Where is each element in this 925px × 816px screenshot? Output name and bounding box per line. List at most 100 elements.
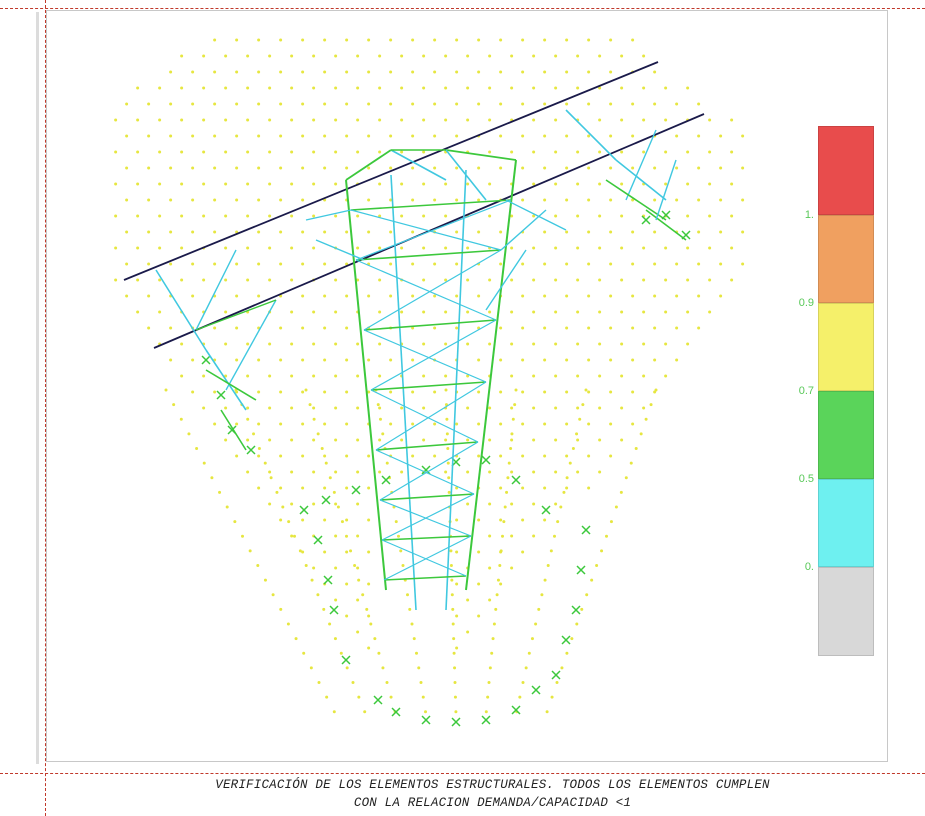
load-point xyxy=(484,710,488,714)
diagonal-bracing xyxy=(375,381,487,451)
load-point xyxy=(587,70,591,74)
load-point xyxy=(576,214,580,218)
load-point xyxy=(301,358,305,362)
load-point xyxy=(537,607,541,611)
load-point xyxy=(620,118,624,122)
load-point xyxy=(125,134,129,138)
load-point xyxy=(235,198,239,202)
load-point xyxy=(147,294,151,298)
load-point xyxy=(271,593,275,597)
load-point xyxy=(730,182,734,186)
load-point xyxy=(345,534,348,538)
load-point xyxy=(477,294,481,298)
load-point xyxy=(169,262,173,266)
load-point xyxy=(449,564,453,567)
load-point xyxy=(697,198,701,202)
load-point xyxy=(246,118,250,122)
model-viewport xyxy=(46,10,888,762)
load-point xyxy=(565,102,569,106)
load-point xyxy=(445,417,449,421)
load-point xyxy=(598,406,602,410)
load-point xyxy=(290,470,294,474)
load-point xyxy=(334,54,338,58)
load-point xyxy=(488,534,492,538)
load-point xyxy=(373,637,377,641)
load-point xyxy=(510,278,514,282)
load-point xyxy=(675,102,679,106)
load-point xyxy=(235,262,239,266)
load-point xyxy=(499,422,503,426)
load-point xyxy=(587,390,591,394)
load-point xyxy=(446,461,450,465)
load-point xyxy=(218,490,222,494)
load-point xyxy=(653,70,657,74)
load-point xyxy=(180,278,184,282)
load-point xyxy=(554,438,558,442)
load-point xyxy=(334,502,338,506)
load-point xyxy=(334,534,338,538)
load-point xyxy=(575,622,579,626)
load-point xyxy=(510,342,514,346)
crossarm-right xyxy=(565,109,617,161)
load-point xyxy=(323,454,327,458)
load-point xyxy=(444,388,448,392)
load-point xyxy=(708,278,712,282)
load-point xyxy=(433,38,437,42)
load-point xyxy=(642,118,646,122)
peak-member xyxy=(345,149,392,181)
load-point xyxy=(301,198,305,202)
load-point xyxy=(367,518,371,522)
load-point xyxy=(415,651,418,655)
load-point xyxy=(257,358,261,362)
load-point xyxy=(543,102,547,106)
horizontal-bracing xyxy=(375,441,479,451)
load-point xyxy=(639,432,643,436)
load-point xyxy=(356,566,360,570)
load-point xyxy=(263,461,267,465)
load-point xyxy=(389,102,393,106)
load-point xyxy=(609,134,613,138)
load-point xyxy=(642,246,646,250)
load-point xyxy=(433,422,437,426)
load-point xyxy=(400,118,404,122)
support-cross-mark xyxy=(511,705,521,715)
load-point xyxy=(411,294,415,298)
support-cross-mark xyxy=(216,390,226,400)
support-cross-mark xyxy=(481,455,491,465)
load-point xyxy=(466,438,470,442)
load-point xyxy=(323,70,327,74)
load-point xyxy=(697,230,701,234)
load-point xyxy=(524,666,528,670)
load-point xyxy=(708,246,712,250)
load-point xyxy=(499,549,503,553)
load-point xyxy=(378,406,382,410)
load-point xyxy=(332,710,336,714)
load-point xyxy=(345,166,349,170)
load-point xyxy=(653,326,657,330)
load-point xyxy=(507,461,511,465)
load-point xyxy=(290,406,294,410)
load-point xyxy=(345,390,349,394)
tower-model-drawing xyxy=(114,38,745,727)
load-point xyxy=(565,651,569,655)
load-point xyxy=(631,38,635,42)
support-cross-mark xyxy=(551,670,561,680)
load-point xyxy=(400,246,404,250)
load-point xyxy=(653,166,657,170)
load-point xyxy=(675,358,679,362)
load-point xyxy=(191,198,195,202)
load-point xyxy=(412,637,416,641)
crossarm-left xyxy=(195,299,277,331)
horizontal-bracing xyxy=(381,535,472,541)
load-point xyxy=(631,198,635,202)
load-point xyxy=(180,118,184,122)
load-point xyxy=(147,230,151,234)
load-point xyxy=(323,422,327,426)
load-point xyxy=(686,214,690,218)
load-point xyxy=(455,70,459,74)
load-point xyxy=(510,566,514,570)
load-point xyxy=(598,374,602,378)
load-point xyxy=(345,70,349,74)
scale-label-1: 1. xyxy=(804,209,814,221)
load-point xyxy=(455,582,459,586)
